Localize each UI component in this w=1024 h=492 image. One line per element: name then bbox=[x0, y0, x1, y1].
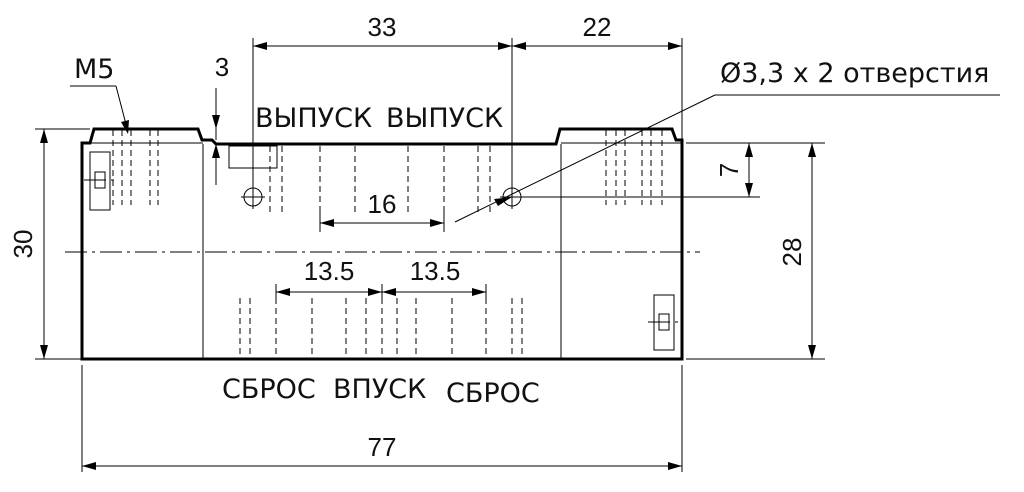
body-outline bbox=[80, 127, 684, 361]
dim-13-5-right bbox=[382, 288, 486, 296]
dim-77-text: 77 bbox=[368, 432, 397, 462]
mounting-hole-left bbox=[241, 185, 265, 209]
exhaust-label-left: ВЫПУСК bbox=[255, 103, 372, 134]
dim-33-text: 33 bbox=[368, 12, 397, 42]
right-side-slot bbox=[648, 294, 680, 351]
dim-3-text: 3 bbox=[215, 52, 229, 82]
left-side-slot bbox=[84, 151, 116, 211]
dim-77 bbox=[82, 462, 682, 470]
inlet-label: ВПУСК bbox=[333, 374, 426, 405]
dim-13-5-right-text: 13.5 bbox=[410, 256, 461, 286]
dim-16-text: 16 bbox=[368, 189, 397, 219]
hidden-lines-top-right bbox=[605, 130, 663, 205]
dim-13-5-left-text: 13.5 bbox=[304, 256, 355, 286]
holes-leader bbox=[454, 94, 1000, 223]
dim-13-5-left bbox=[276, 288, 382, 296]
extension-lines bbox=[35, 38, 825, 472]
dim-7-text: 7 bbox=[714, 163, 744, 177]
reset-label-right: СБРОС bbox=[446, 378, 540, 409]
hidden-lines-bottom bbox=[239, 298, 523, 358]
m5-leader bbox=[70, 85, 129, 134]
hidden-lines-exhaust bbox=[269, 146, 491, 215]
dim-22 bbox=[512, 42, 682, 50]
reset-label-left: СБРОС bbox=[222, 374, 316, 405]
dim-33 bbox=[253, 42, 512, 50]
dim-7 bbox=[745, 143, 753, 197]
thread-label: M5 bbox=[74, 54, 114, 85]
exhaust-label-right: ВЫПУСК bbox=[386, 103, 503, 134]
dim-30-text: 30 bbox=[8, 230, 38, 259]
dim-30 bbox=[40, 129, 48, 359]
dim-28-text: 28 bbox=[777, 238, 807, 267]
dim-3 bbox=[212, 115, 220, 185]
dim-28 bbox=[808, 143, 816, 359]
dim-16 bbox=[320, 219, 444, 227]
dim-22-text: 22 bbox=[583, 12, 612, 42]
holes-note: Ø3,3 x 2 отверстия bbox=[720, 58, 989, 89]
hidden-lines-top-left bbox=[112, 130, 159, 205]
